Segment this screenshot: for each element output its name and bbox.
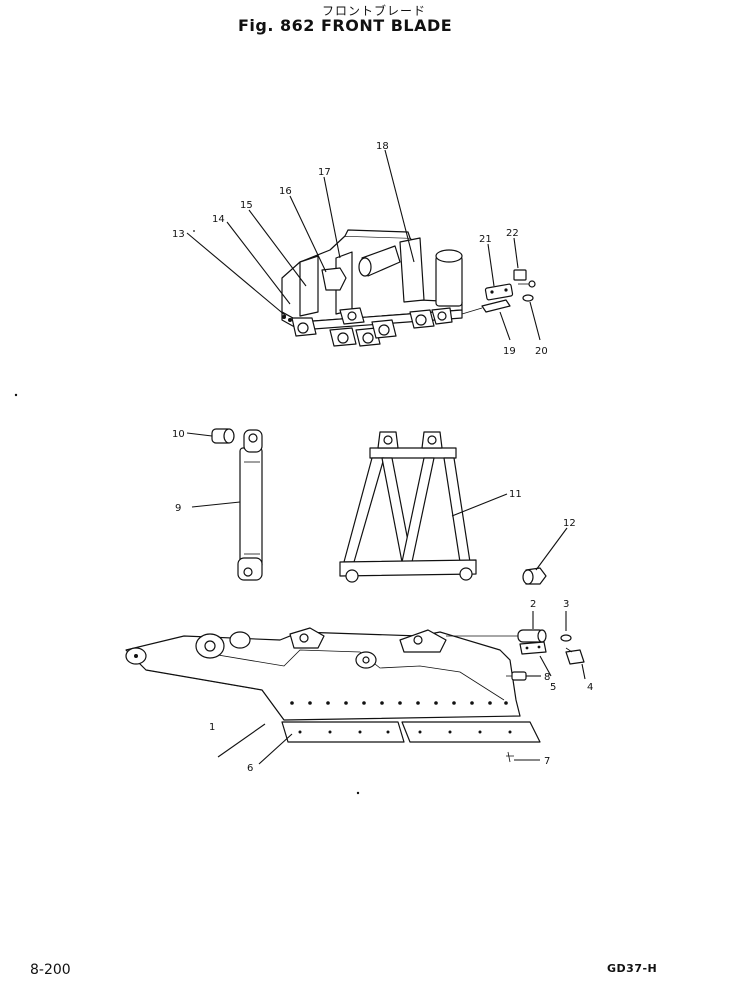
callout-7: 7 bbox=[544, 756, 550, 767]
leader-12 bbox=[535, 527, 568, 571]
leader-lines bbox=[186, 149, 586, 765]
leader-19 bbox=[499, 311, 511, 341]
leader-5 bbox=[539, 655, 552, 677]
callout-9: 9 bbox=[175, 503, 181, 514]
leader-17 bbox=[323, 176, 341, 259]
leader-18 bbox=[384, 149, 415, 263]
callout-8: 8 bbox=[544, 672, 550, 683]
callout-11: 11 bbox=[509, 489, 522, 500]
callout-19: 19 bbox=[503, 346, 516, 357]
leader-11 bbox=[451, 493, 508, 517]
model-code: GD37-H bbox=[607, 962, 658, 975]
leader-20 bbox=[529, 301, 541, 341]
callout-12: 12 bbox=[563, 518, 576, 529]
callout-4: 4 bbox=[587, 682, 593, 693]
callout-17: 17 bbox=[318, 167, 331, 178]
leader-21 bbox=[487, 243, 495, 287]
upper-assembly-drawing bbox=[281, 229, 536, 347]
callout-10: 10 bbox=[172, 429, 185, 440]
leader-13 bbox=[186, 232, 287, 317]
leader-10 bbox=[186, 432, 213, 437]
page-number: 8-200 bbox=[30, 962, 71, 978]
callout-2: 2 bbox=[530, 599, 536, 610]
callout-16: 16 bbox=[279, 186, 292, 197]
callout-21: 21 bbox=[479, 234, 492, 245]
callout-5: 5 bbox=[550, 682, 556, 693]
leader-1 bbox=[217, 723, 266, 758]
callout-14: 14 bbox=[212, 214, 225, 225]
a-frame-drawing bbox=[339, 431, 547, 585]
callout-3: 3 bbox=[563, 599, 569, 610]
callout-22: 22 bbox=[506, 228, 519, 239]
callout-18: 18 bbox=[376, 141, 389, 152]
callout-1: 1 bbox=[209, 722, 215, 733]
leader-14 bbox=[226, 221, 291, 305]
blade-drawing bbox=[125, 627, 585, 763]
leader-15 bbox=[248, 209, 307, 287]
lift-cylinder-drawing bbox=[211, 428, 263, 581]
leader-6 bbox=[258, 733, 293, 765]
leader-16 bbox=[289, 195, 327, 273]
figure-title: Fig. 862 FRONT BLADE bbox=[238, 16, 453, 35]
callout-15: 15 bbox=[240, 200, 253, 211]
leader-9 bbox=[191, 501, 241, 508]
leader-4 bbox=[581, 663, 586, 680]
callout-13: 13 bbox=[172, 229, 185, 240]
leader-22 bbox=[513, 237, 519, 269]
callout-20: 20 bbox=[535, 346, 548, 357]
callout-labels: 1 2 3 4 5 6 7 8 9 10 11 12 13 14 15 16 1… bbox=[172, 141, 593, 774]
callout-6: 6 bbox=[247, 763, 253, 774]
title-japanese: フロントブレード bbox=[322, 4, 427, 18]
